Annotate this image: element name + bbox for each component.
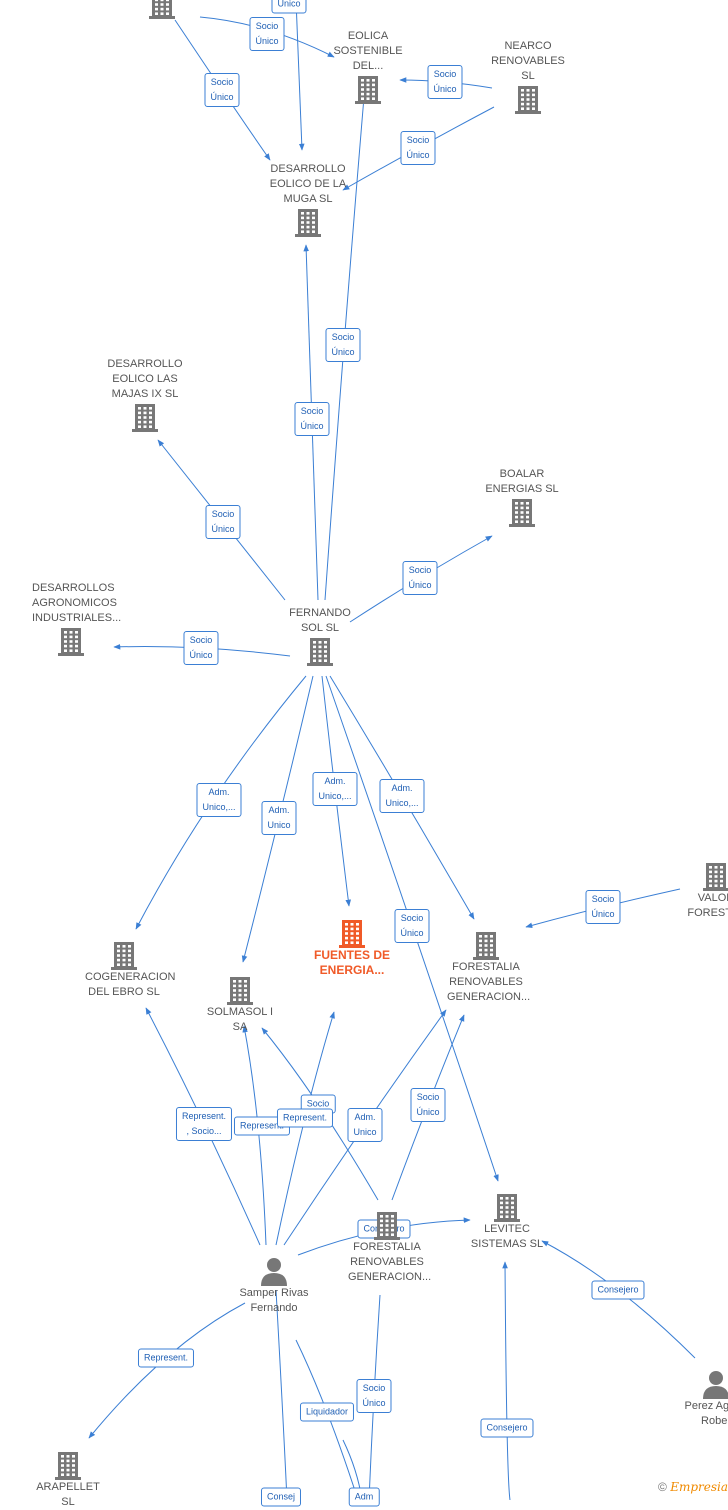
building-icon — [509, 499, 535, 527]
edge-label[interactable]: Adm.Unico — [347, 1108, 383, 1142]
node-label: FORESTALIA RENOVABLES GENERACION... — [348, 1241, 432, 1283]
node-boalar[interactable]: BOALAR ENERGIAS SL — [462, 467, 582, 527]
node-agronomicos[interactable]: DESARROLLOS AGRONOMICOS INDUSTRIALES... — [11, 581, 131, 656]
edge-label[interactable]: Consejero — [591, 1280, 645, 1300]
person-icon — [703, 1371, 728, 1399]
building-icon — [58, 628, 84, 656]
building-icon — [111, 942, 137, 970]
node-label: EOLICA SOSTENIBLE DEL... — [333, 30, 403, 72]
edge-label[interactable]: Adm.Unico,... — [196, 783, 242, 817]
edge-label[interactable]: Consej — [260, 1487, 302, 1507]
node-perez[interactable]: Perez Agued Rober — [656, 1369, 728, 1429]
node-majas[interactable]: DESARROLLO EOLICO LAS MAJAS IX SL — [85, 357, 205, 432]
building-icon — [515, 86, 541, 114]
edge-label[interactable]: Adm.Unico,... — [312, 772, 358, 806]
node-label: NEARCO RENOVABLES SL — [491, 40, 565, 82]
node-valor[interactable]: VALOR FORESTAL — [656, 861, 728, 921]
copyright-symbol: © — [658, 1480, 667, 1494]
node-label: DESARROLLO EOLICO LAS MAJAS IX SL — [107, 358, 183, 400]
node-top_left[interactable] — [102, 0, 222, 19]
edge-line — [502, 1261, 511, 1500]
building-icon — [494, 1194, 520, 1222]
node-forestalia1[interactable]: FORESTALIA RENOVABLES GENERACION... — [426, 930, 546, 1005]
node-label: COGENERACION DEL EBRO SL — [85, 971, 176, 998]
edge-label[interactable]: Liquidador — [299, 1402, 355, 1422]
building-icon — [374, 1212, 400, 1240]
footer: © Empresia — [658, 1480, 728, 1494]
node-nearco[interactable]: NEARCO RENOVABLES SL — [468, 39, 588, 114]
node-label: VALOR FORESTAL — [687, 892, 728, 919]
edge-line — [295, 0, 305, 151]
node-label: FORESTALIA RENOVABLES GENERACION... — [447, 961, 531, 1003]
edge-line — [275, 1289, 288, 1500]
node-label: FUENTES DE ENERGIA... — [313, 948, 390, 977]
node-label: BOALAR ENERGIAS SL — [485, 468, 559, 495]
building-icon — [473, 932, 499, 960]
node-levitec[interactable]: LEVITEC SISTEMAS SL — [447, 1192, 567, 1252]
building-icon — [703, 863, 728, 891]
node-label: LEVITEC SISTEMAS SL — [470, 1223, 544, 1250]
edge-line — [541, 1240, 696, 1359]
node-solmasol[interactable]: SOLMASOL I SA — [180, 975, 300, 1035]
node-muga[interactable]: DESARROLLO EOLICO DE LA MUGA SL — [248, 162, 368, 237]
edge-label[interactable]: Represent. — [137, 1348, 195, 1368]
node-samper[interactable]: Samper Rivas Fernando — [214, 1256, 334, 1316]
building-icon — [55, 1452, 81, 1480]
building-icon — [339, 920, 365, 948]
edge-label[interactable]: Represent. — [276, 1108, 334, 1128]
node-eolica[interactable]: EOLICA SOSTENIBLE DEL... — [308, 29, 428, 104]
edge-line — [242, 1025, 267, 1246]
edge-label[interactable]: Adm — [348, 1487, 380, 1507]
building-icon — [295, 209, 321, 237]
edge-label[interactable]: Adm.Unico,... — [379, 779, 425, 813]
node-label: FERNANDO SOL SL — [289, 607, 351, 634]
node-fernando[interactable]: FERNANDO SOL SL — [260, 606, 380, 666]
node-arapellet[interactable]: ARAPELLET SL — [8, 1450, 128, 1510]
edge-label[interactable]: Adm.Unico — [261, 801, 297, 835]
edge-line — [88, 1302, 246, 1439]
node-label: SOLMASOL I SA — [206, 1006, 274, 1033]
edge-label[interactable]: Represent., Socio... — [175, 1107, 233, 1141]
person-icon — [261, 1258, 287, 1286]
edge-label[interactable]: Único — [271, 0, 307, 14]
node-label: Samper Rivas Fernando — [239, 1287, 309, 1314]
node-forestalia2[interactable]: FORESTALIA RENOVABLES GENERACION... — [327, 1210, 447, 1285]
building-icon — [227, 977, 253, 1005]
node-label: Perez Agued Rober — [684, 1400, 728, 1427]
building-icon — [132, 404, 158, 432]
node-fuentes[interactable]: FUENTES DE ENERGIA... — [292, 918, 412, 978]
node-label: DESARROLLOS AGRONOMICOS INDUSTRIALES... — [32, 582, 122, 624]
building-icon — [149, 0, 175, 19]
brand-logo[interactable]: Empresia — [670, 1480, 728, 1494]
edge-label[interactable]: Consejero — [480, 1418, 534, 1438]
node-cogeneracion[interactable]: COGENERACION DEL EBRO SL — [64, 940, 184, 1000]
building-icon — [355, 76, 381, 104]
building-icon — [307, 638, 333, 666]
node-label: ARAPELLET SL — [36, 1481, 100, 1508]
node-label: DESARROLLO EOLICO DE LA MUGA SL — [269, 163, 347, 205]
